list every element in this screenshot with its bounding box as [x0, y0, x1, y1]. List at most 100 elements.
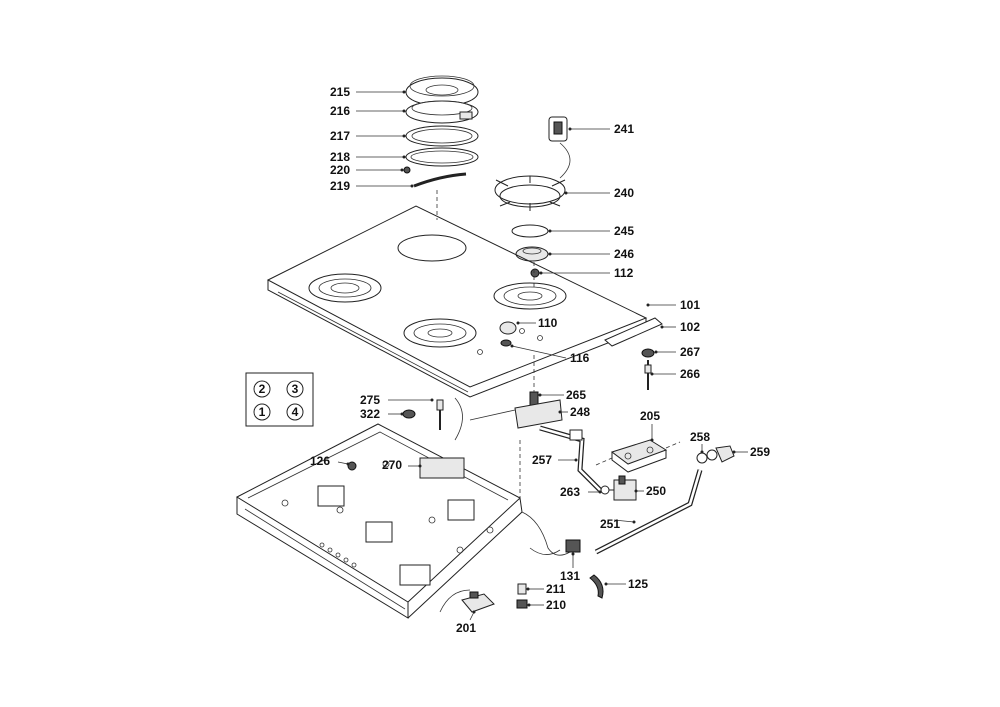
- large-burner-stack: [403, 75, 479, 220]
- fittings: [696, 445, 735, 464]
- leader-arrow: [472, 610, 476, 614]
- gas-rail: [594, 469, 703, 555]
- leader-arrow: [634, 489, 638, 493]
- leader-arrow: [604, 582, 608, 586]
- leader-arrow: [526, 587, 530, 591]
- igniter-parts: [402, 348, 655, 441]
- key-label: 4: [292, 405, 299, 419]
- pan-support: [494, 116, 571, 211]
- callout-217: 217: [330, 129, 350, 143]
- leader-line: [511, 345, 567, 359]
- manifold-pipe: [539, 425, 602, 492]
- wiring-harness: [521, 511, 581, 556]
- bracket: [317, 485, 345, 507]
- callout-102: 102: [680, 320, 700, 334]
- leader-arrow: [660, 325, 664, 329]
- callout-131: 131: [560, 569, 580, 583]
- leader-arrow: [527, 603, 531, 607]
- burner-well: [403, 318, 477, 348]
- callout-258: 258: [690, 430, 710, 444]
- leader-arrow: [732, 450, 736, 454]
- callout-322: 322: [360, 407, 380, 421]
- callout-112: 112: [614, 266, 634, 280]
- valve-assembly: [469, 355, 563, 429]
- leader-arrow: [402, 109, 406, 113]
- small-parts: [439, 583, 528, 613]
- leader-arrow: [346, 462, 350, 466]
- callout-246: 246: [614, 247, 634, 261]
- callout-251: 251: [600, 517, 620, 531]
- leader-line: [613, 519, 635, 523]
- leader-arrow: [574, 458, 578, 462]
- layout-key-frame: [245, 372, 314, 427]
- leader-arrow: [548, 252, 552, 256]
- leader-arrow: [548, 229, 552, 233]
- callout-248: 248: [570, 405, 590, 419]
- callout-labels: 2152162172182202192412402452461121011021…: [310, 85, 770, 635]
- leader-arrow: [650, 372, 654, 376]
- part-267: [641, 348, 655, 358]
- leader-arrow: [402, 90, 406, 94]
- leader-arrow: [516, 321, 520, 325]
- callout-263: 263: [560, 485, 580, 499]
- cooktop-surface: [266, 205, 648, 398]
- leader-arrow: [568, 127, 572, 131]
- part-220: [403, 166, 411, 174]
- lower-housing: [235, 423, 523, 619]
- callout-116: 116: [570, 351, 590, 365]
- trim-strip-102: [604, 317, 663, 347]
- callout-110: 110: [538, 316, 558, 330]
- bracket: [399, 564, 431, 586]
- callout-257: 257: [532, 453, 552, 467]
- callout-245: 245: [614, 224, 634, 238]
- leader-line: [337, 461, 349, 465]
- leader-arrow: [510, 344, 514, 348]
- callout-265: 265: [566, 388, 586, 402]
- cap-245: [511, 224, 549, 238]
- ring-217: [405, 125, 479, 147]
- block-205: [610, 439, 668, 465]
- part-126: [347, 461, 357, 471]
- valve-248: [514, 399, 563, 429]
- callout-220: 220: [330, 163, 350, 177]
- leader-arrow: [650, 438, 654, 442]
- callout-211: 211: [546, 582, 566, 596]
- valve-body: [600, 475, 637, 501]
- leader-arrow: [418, 464, 422, 468]
- leader-arrow: [430, 398, 434, 402]
- rail-251: [594, 469, 703, 555]
- callout-125: 125: [628, 577, 648, 591]
- connector-block: [595, 439, 681, 473]
- key-circle-2: [253, 380, 271, 398]
- callout-216: 216: [330, 104, 350, 118]
- leader-arrow: [539, 271, 543, 275]
- callout-259: 259: [750, 445, 770, 459]
- switch-131: [565, 539, 581, 553]
- callout-267: 267: [680, 345, 700, 359]
- module-270: [419, 457, 465, 479]
- leader-arrow: [410, 184, 414, 188]
- leader-arrow: [400, 168, 404, 172]
- bracket: [365, 521, 393, 543]
- callout-205: 205: [640, 409, 660, 423]
- leader-arrow: [700, 450, 704, 454]
- callout-126: 126: [310, 454, 330, 468]
- leader-arrow: [598, 490, 602, 494]
- small-burner-parts: [511, 224, 549, 290]
- leader-arrow: [558, 410, 562, 414]
- leader-arrow: [538, 393, 542, 397]
- leader-arrow: [571, 552, 575, 556]
- leader-arrow: [646, 303, 650, 307]
- knob-110: [499, 321, 517, 335]
- part-259: [715, 445, 735, 463]
- key-label: 2: [259, 382, 266, 396]
- leader-arrow: [400, 412, 404, 416]
- part-112: [530, 268, 540, 278]
- callout-266: 266: [680, 367, 700, 381]
- burner-layout-key: 2 3 1 4: [245, 372, 314, 427]
- callout-270: 270: [382, 458, 402, 472]
- callout-201: 201: [456, 621, 476, 635]
- callout-275: 275: [360, 393, 380, 407]
- key-circle-3: [286, 380, 304, 398]
- key-circle-4: [286, 403, 304, 421]
